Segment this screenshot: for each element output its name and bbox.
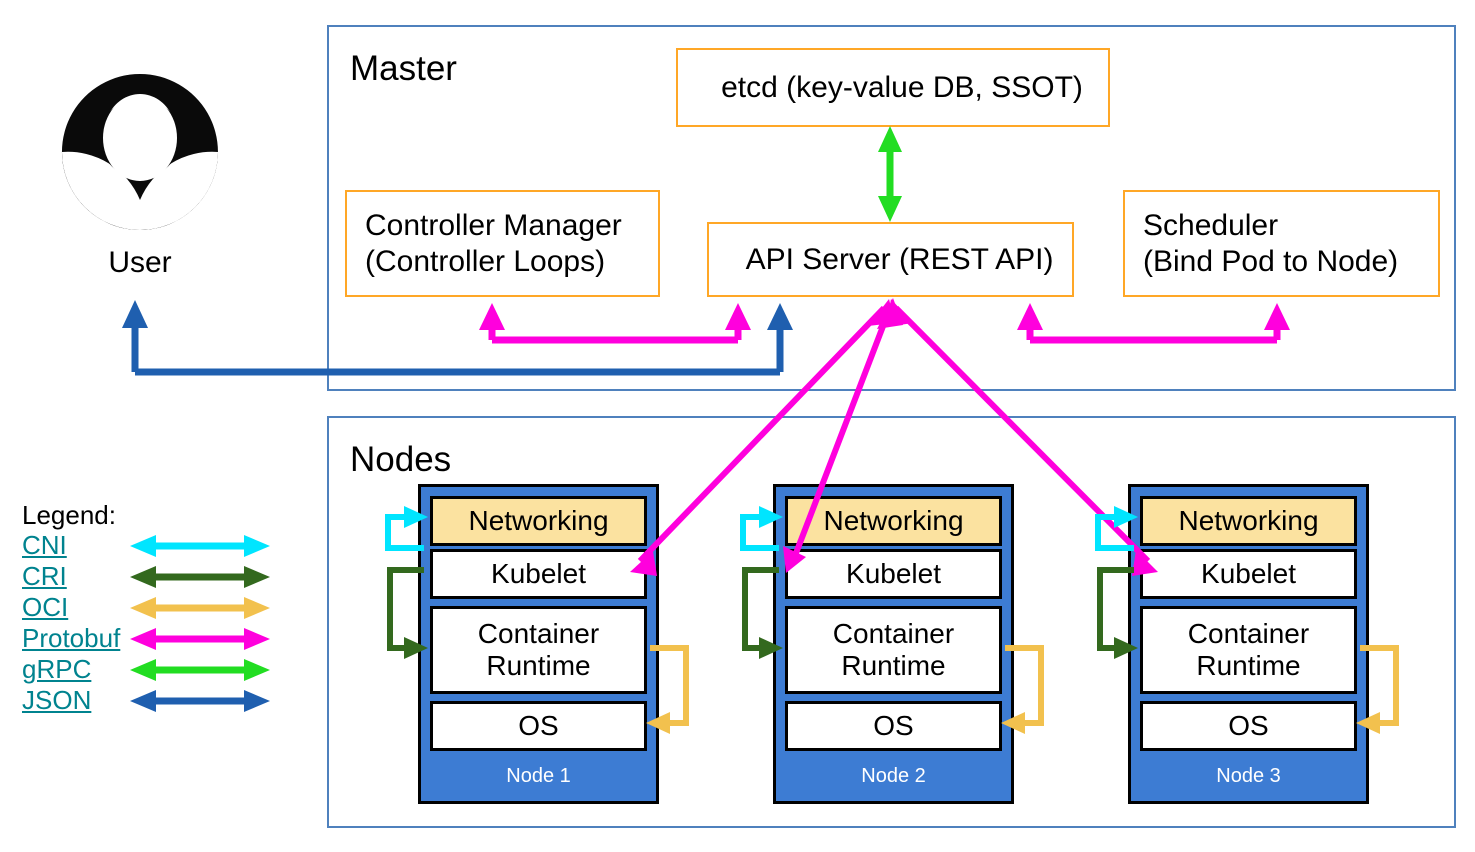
legend-row-oci: OCI (22, 592, 292, 623)
api-server-box[interactable]: API Server (REST API) (707, 222, 1074, 297)
etcd-box[interactable]: etcd (key-value DB, SSOT) (676, 48, 1110, 127)
node-3-os[interactable]: OS (1140, 701, 1357, 751)
cni-arrow-icon (130, 535, 270, 557)
legend-label-cri: CRI (22, 561, 67, 591)
node-3-kubelet[interactable]: Kubelet (1140, 549, 1357, 599)
node-2-os[interactable]: OS (785, 701, 1002, 751)
etcd-label: etcd (key-value DB, SSOT) (721, 70, 1083, 104)
node-2-container-runtime[interactable]: Container Runtime (785, 606, 1002, 694)
node-3-label: Node 3 (1216, 765, 1281, 787)
legend-label-oci: OCI (22, 592, 69, 622)
node-2-label: Node 2 (861, 765, 926, 787)
node-card-2[interactable]: Networking Kubelet Container Runtime OS … (773, 484, 1014, 804)
legend-row-json: JSON (22, 685, 292, 716)
legend-row-protobuf: Protobuf (22, 623, 292, 654)
node-1-container-runtime[interactable]: Container Runtime (430, 606, 647, 694)
node-3-container-runtime[interactable]: Container Runtime (1140, 606, 1357, 694)
user-label: User (108, 246, 172, 279)
grpc-arrow-icon (130, 659, 270, 681)
controller-manager-label: Controller Manager (Controller Loops) (365, 208, 622, 278)
legend: Legend: CNI CRI OCI (22, 500, 292, 716)
node-card-1[interactable]: Networking Kubelet Container Runtime OS … (418, 484, 659, 804)
node-1-networking[interactable]: Networking (430, 496, 647, 546)
legend-label-json: JSON (22, 685, 92, 715)
scheduler-box[interactable]: Scheduler (Bind Pod to Node) (1123, 190, 1440, 297)
user-avatar-icon (61, 74, 218, 230)
legend-label-protobuf: Protobuf (22, 623, 121, 653)
controller-manager-box[interactable]: Controller Manager (Controller Loops) (345, 190, 660, 297)
scheduler-label: Scheduler (Bind Pod to Node) (1143, 208, 1399, 278)
legend-label-cni: CNI (22, 530, 67, 560)
legend-row-grpc: gRPC (22, 654, 292, 685)
node-2-kubelet[interactable]: Kubelet (785, 549, 1002, 599)
legend-row-cri: CRI (22, 561, 292, 592)
node-3-networking[interactable]: Networking (1140, 496, 1357, 546)
nodes-group-title: Nodes (350, 440, 452, 479)
node-1-label: Node 1 (506, 765, 571, 787)
node-2-networking[interactable]: Networking (785, 496, 1002, 546)
node-1-os[interactable]: OS (430, 701, 647, 751)
protobuf-arrow-icon (130, 628, 270, 650)
legend-label-grpc: gRPC (22, 654, 92, 684)
json-arrow-icon (130, 690, 270, 712)
legend-row-cni: CNI (22, 530, 292, 561)
user-avatar (60, 72, 220, 232)
oci-arrow-icon (130, 597, 270, 619)
api-server-label: API Server (REST API) (745, 242, 1054, 276)
legend-title: Legend: (22, 500, 116, 530)
node-1-kubelet[interactable]: Kubelet (430, 549, 647, 599)
node-card-3[interactable]: Networking Kubelet Container Runtime OS … (1128, 484, 1369, 804)
master-group-title: Master (350, 49, 457, 88)
cri-arrow-icon (130, 566, 270, 588)
